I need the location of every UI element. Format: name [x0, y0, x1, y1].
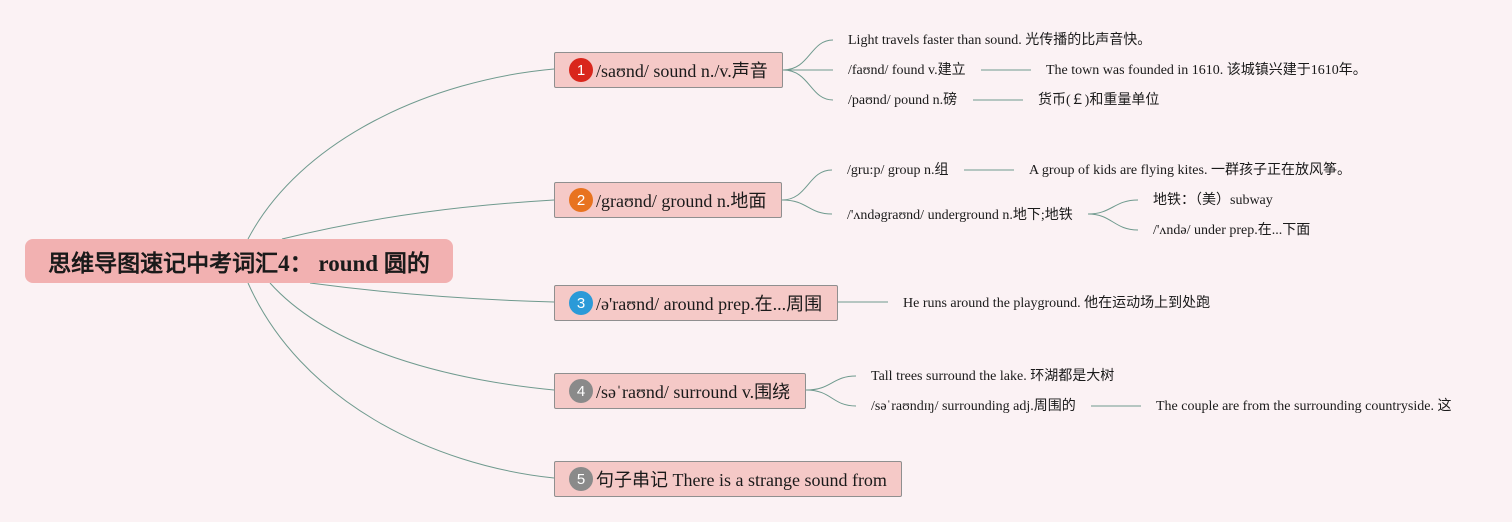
leaf-found[interactable]: /faʊnd/ found v.建立 [848, 63, 966, 78]
branch-surround[interactable]: 4 /səˈraʊnd/ surround v.围绕 [554, 373, 806, 409]
root-topic[interactable]: 思维导图速记中考词汇4： round 圆的 [25, 239, 453, 283]
root-title: 思维导图速记中考词汇4： round 圆的 [48, 251, 430, 276]
number-1-icon: 1 [569, 58, 593, 82]
branch-label: /graʊnd/ ground n.地面 [596, 191, 767, 211]
leaf-surrounding[interactable]: /səˈraʊndɪŋ/ surrounding adj.周围的 [871, 399, 1076, 414]
leaf-surround-example[interactable]: Tall trees surround the lake. 环湖都是大树 [871, 369, 1115, 384]
leaf-group-example[interactable]: A group of kids are flying kites. 一群孩子正在… [1029, 163, 1351, 178]
leaf-around-example[interactable]: He runs around the playground. 他在运动场上到处跑 [903, 296, 1211, 311]
number-5-icon: 5 [569, 467, 593, 491]
leaf-subway[interactable]: 地铁：（美）subway [1153, 193, 1273, 208]
branch-label: /ə'raʊnd/ around prep.在...周围 [596, 294, 823, 314]
leaf-underground[interactable]: /'ʌndəgraʊnd/ underground n.地下;地铁 [847, 208, 1073, 223]
branch-label: /səˈraʊnd/ surround v.围绕 [596, 382, 791, 402]
number-2-icon: 2 [569, 188, 593, 212]
leaf-surrounding-example[interactable]: The couple are from the surrounding coun… [1156, 399, 1452, 414]
branch-label: /saʊnd/ sound n./v.声音 [596, 61, 768, 81]
branch-sound[interactable]: 1 /saʊnd/ sound n./v.声音 [554, 52, 783, 88]
leaf-sound-example[interactable]: Light travels faster than sound. 光传播的比声音… [848, 33, 1152, 48]
leaf-group[interactable]: /gru:p/ group n.组 [847, 163, 949, 178]
branch-sentence[interactable]: 5 句子串记 There is a strange sound from [554, 461, 902, 497]
leaf-under[interactable]: /'ʌndə/ under prep.在...下面 [1153, 223, 1311, 238]
leaf-found-example[interactable]: The town was founded in 1610. 该城镇兴建于1610… [1046, 63, 1367, 78]
branch-around[interactable]: 3 /ə'raʊnd/ around prep.在...周围 [554, 285, 838, 321]
branch-ground[interactable]: 2 /graʊnd/ ground n.地面 [554, 182, 782, 218]
branch-label: 句子串记 There is a strange sound from [596, 470, 887, 490]
leaf-pound-meaning[interactable]: 货币(￡)和重量单位 [1038, 93, 1160, 108]
number-4-icon: 4 [569, 379, 593, 403]
number-3-icon: 3 [569, 291, 593, 315]
leaf-pound[interactable]: /paʊnd/ pound n.磅 [848, 93, 958, 108]
